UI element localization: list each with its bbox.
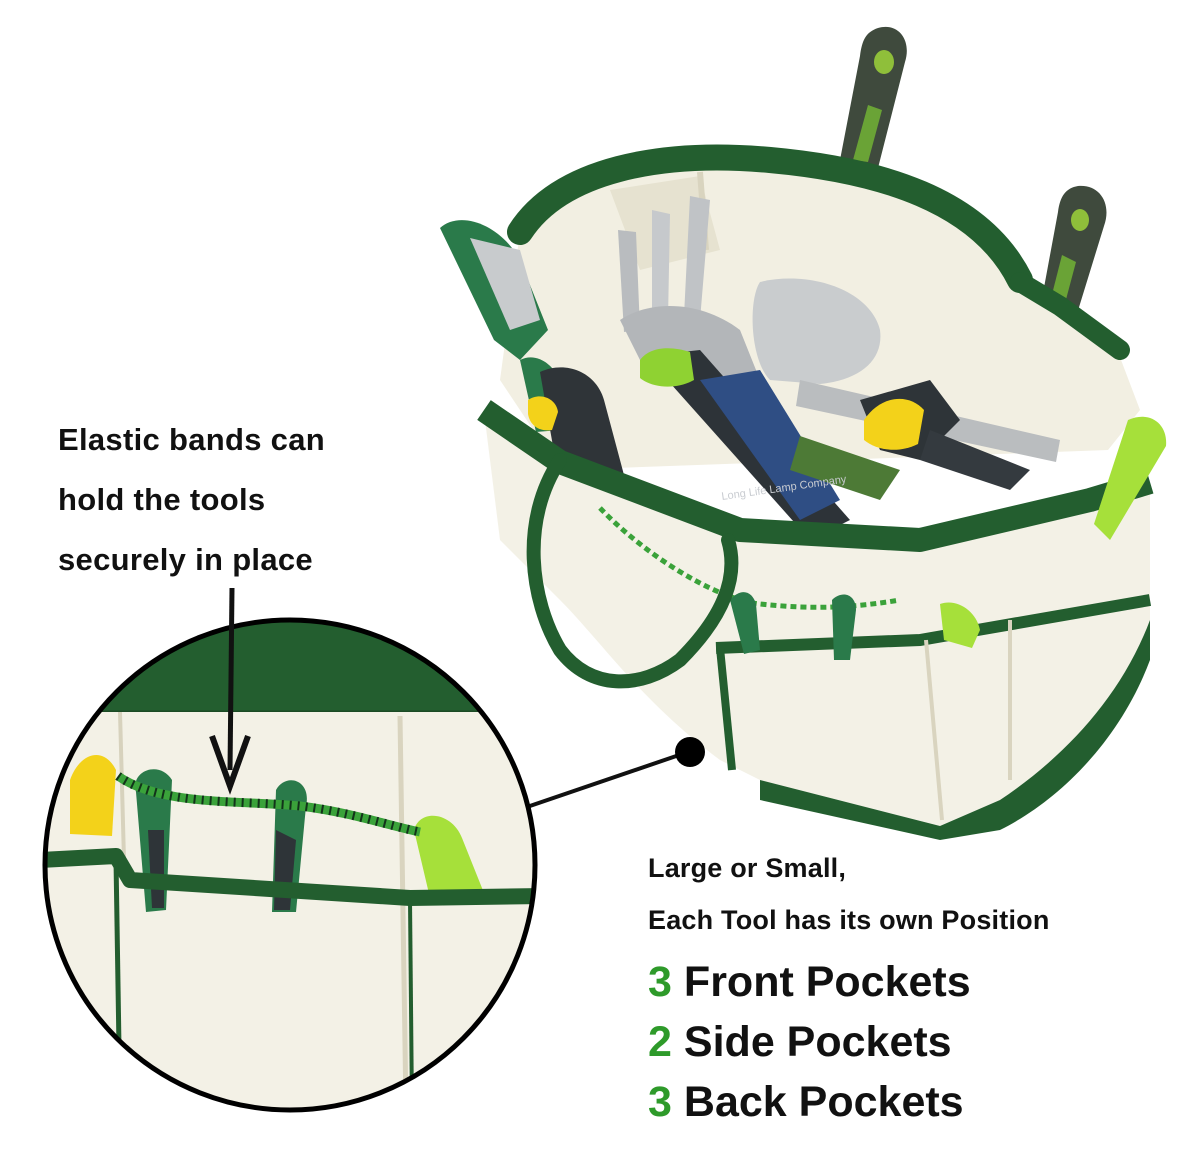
- callout-line: securely in place: [58, 542, 313, 577]
- pocket-count-number: 3: [648, 1078, 672, 1126]
- callout-line: Elastic bands can: [58, 422, 325, 457]
- pocket-count-number: 3: [648, 958, 672, 1006]
- zoom-connector: [523, 737, 705, 810]
- tool-bag: Long Life Lamp Company: [440, 26, 1167, 840]
- pocket-count-label: Back Pockets: [683, 1078, 964, 1126]
- feature-subtitle: Each Tool has its own Position: [648, 905, 1050, 935]
- interior-tools: [618, 196, 1060, 540]
- callout-line: hold the tools: [58, 482, 266, 517]
- pocket-count-number: 2: [648, 1018, 672, 1066]
- pocket-count-label: Front Pockets: [683, 958, 971, 1006]
- pocket-count-label: Side Pockets: [683, 1018, 952, 1066]
- feature-subtitle: Large or Small,: [648, 853, 847, 883]
- callout-arrow: [209, 587, 251, 795]
- elastic-band-callout: Elastic bands can hold the tools securel…: [58, 410, 418, 590]
- pocket-feature-list: Large or Small, Each Tool has its own Po…: [648, 842, 1188, 1132]
- magnified-pocket-detail: [42, 617, 538, 1113]
